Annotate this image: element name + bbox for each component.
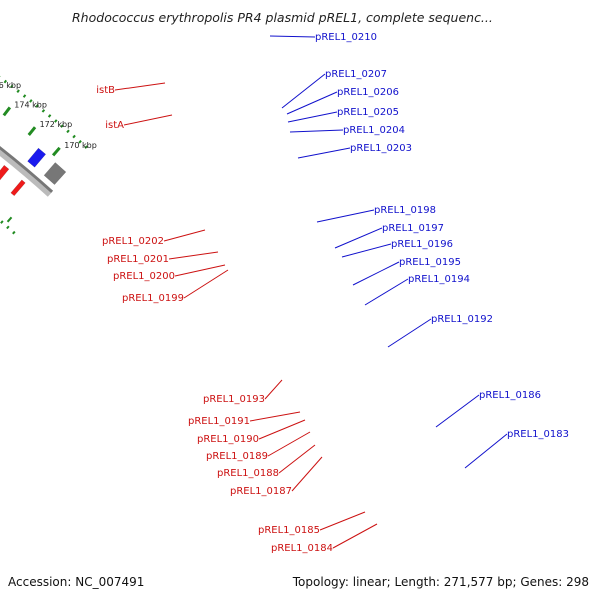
tick-label: 174 kbp xyxy=(14,100,47,109)
leader-line xyxy=(114,82,166,91)
leader-line xyxy=(334,227,383,249)
leader-line xyxy=(174,264,226,277)
forward-gene-label[interactable]: pREL1_0205 xyxy=(337,107,399,118)
feature-arrows xyxy=(0,147,67,197)
backbone xyxy=(0,146,54,197)
forward-gene-label[interactable]: pREL1_0206 xyxy=(337,87,399,98)
leader-line xyxy=(249,411,301,422)
forward-gene-label[interactable]: pREL1_0195 xyxy=(399,257,461,268)
reverse-cds-arrow xyxy=(10,179,26,197)
reverse-gene-label[interactable]: pREL1_0190 xyxy=(197,434,259,445)
forward-gene-label[interactable]: pREL1_0186 xyxy=(479,390,541,401)
leader-line xyxy=(278,444,316,474)
leader-line xyxy=(387,318,432,348)
tick-mark xyxy=(51,146,61,157)
reverse-gene-label[interactable]: pREL1_0188 xyxy=(217,468,279,479)
forward-gene-label[interactable]: pREL1_0204 xyxy=(343,125,405,136)
reverse-gene-label[interactable]: istA xyxy=(105,120,124,131)
feature-block xyxy=(43,162,67,185)
reverse-gene-label[interactable]: pREL1_0193 xyxy=(203,394,265,405)
reverse-gene-label[interactable]: pREL1_0187 xyxy=(230,486,292,497)
tick-label: 170 kbp xyxy=(64,141,97,150)
tick-label: 172 kbp xyxy=(40,120,73,129)
gc-dots-inner xyxy=(0,218,16,235)
gene-labels: pREL1_0210 pREL1_0207 pREL1_0206 pREL1_0205… xyxy=(96,32,569,554)
leader-line xyxy=(297,147,351,159)
reverse-gene-label[interactable]: pREL1_0200 xyxy=(113,271,175,282)
forward-cds-arrow xyxy=(27,147,47,168)
leader-line xyxy=(364,278,409,306)
forward-gene-label[interactable]: pREL1_0210 xyxy=(315,32,377,43)
leader-line xyxy=(269,35,316,38)
leader-line xyxy=(281,73,326,109)
forward-gene-label[interactable]: pREL1_0198 xyxy=(374,205,436,216)
tick-mark xyxy=(27,126,37,136)
leader-line xyxy=(464,433,508,469)
leader-line xyxy=(289,129,344,133)
leader-line xyxy=(319,511,366,531)
reverse-gene-label[interactable]: pREL1_0201 xyxy=(107,254,169,265)
leader-line xyxy=(316,209,375,223)
leader-line xyxy=(435,394,480,428)
tick-label: 176 kbp xyxy=(0,81,21,90)
backbone-line xyxy=(0,146,54,194)
leader-line xyxy=(341,243,392,258)
leader-line xyxy=(287,111,338,123)
backbone-outline xyxy=(0,149,52,197)
reverse-gene-label[interactable]: pREL1_0189 xyxy=(206,451,268,462)
leader-line xyxy=(267,431,311,457)
leader-line xyxy=(352,261,400,286)
leader-line xyxy=(123,114,173,126)
reverse-gene-label[interactable]: pREL1_0191 xyxy=(188,416,250,427)
forward-gene-label[interactable]: pREL1_0194 xyxy=(408,274,470,285)
tick-marks: 192 kbp190 kbp188 kbp186 kbp184 kbp182 k… xyxy=(0,81,97,157)
forward-gene-label[interactable]: pREL1_0196 xyxy=(391,239,453,250)
leader-line xyxy=(183,269,229,299)
map-title: Rhodococcus erythropolis PR4 plasmid pRE… xyxy=(72,10,493,25)
forward-gene-label[interactable]: pREL1_0197 xyxy=(382,223,444,234)
reverse-gene-label[interactable]: pREL1_0185 xyxy=(258,525,320,536)
accession-text: Accession: NC_007491 xyxy=(8,575,144,589)
forward-gene-label[interactable]: pREL1_0207 xyxy=(325,69,387,80)
leader-line xyxy=(332,523,378,549)
leader-line xyxy=(168,251,219,260)
reverse-gene-label[interactable]: pREL1_0199 xyxy=(122,293,184,304)
leader-line xyxy=(163,229,206,242)
leader-line xyxy=(286,91,338,115)
gc-content-dots xyxy=(0,75,91,235)
summary-text: Topology: linear; Length: 271,577 bp; Ge… xyxy=(292,575,589,589)
reverse-cds-arrow xyxy=(0,164,10,181)
forward-gene-label[interactable]: pREL1_0203 xyxy=(350,143,412,154)
reverse-gene-label[interactable]: istB xyxy=(96,85,115,96)
leader-line xyxy=(291,456,323,492)
tick-mark xyxy=(2,106,12,117)
reverse-gene-label[interactable]: pREL1_0202 xyxy=(102,236,164,247)
leader-line xyxy=(264,379,283,400)
forward-gene-label[interactable]: pREL1_0183 xyxy=(507,429,569,440)
reverse-gene-label[interactable]: pREL1_0184 xyxy=(271,543,333,554)
forward-gene-label[interactable]: pREL1_0192 xyxy=(431,314,493,325)
leader-line xyxy=(258,419,306,440)
gc-skew-mark xyxy=(6,216,13,223)
